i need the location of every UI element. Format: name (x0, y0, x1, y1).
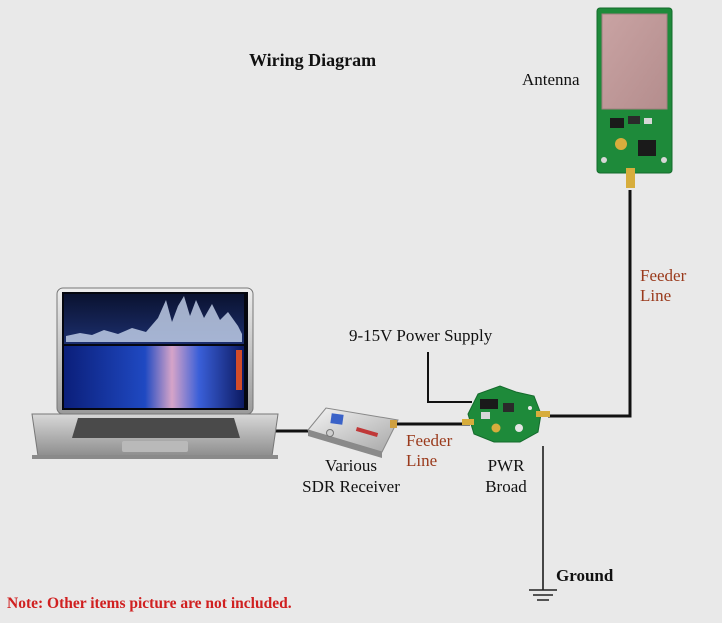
antenna-icon (596, 7, 673, 188)
receiver-label-line1: Various (325, 456, 377, 475)
diagram-title: Wiring Diagram (249, 50, 377, 70)
feeder-line-top-label-line1: Feeder (640, 266, 687, 285)
power-supply-wire (427, 352, 472, 403)
antenna-label: Antenna (522, 70, 580, 89)
laptop-icon (31, 287, 279, 459)
note-text: Note: Other items picture are not includ… (7, 595, 292, 612)
board-label-line2: Broad (485, 477, 527, 496)
sdr-receiver-icon (307, 407, 399, 458)
ground-icon (529, 589, 557, 601)
feeder-line-mid-label-line1: Feeder (406, 431, 453, 450)
receiver-label-line2: SDR Receiver (302, 477, 400, 496)
feeder-line-mid-label-line2: Line (406, 451, 438, 470)
ground-label: Ground (556, 566, 614, 585)
board-label-line1: PWR (487, 456, 525, 475)
feeder-line-antenna-wire (548, 190, 632, 418)
power-supply-label: 9-15V Power Supply (349, 326, 493, 345)
pwr-board-icon (462, 385, 550, 443)
wires (270, 190, 632, 590)
feeder-line-top-label-line2: Line (640, 286, 672, 305)
